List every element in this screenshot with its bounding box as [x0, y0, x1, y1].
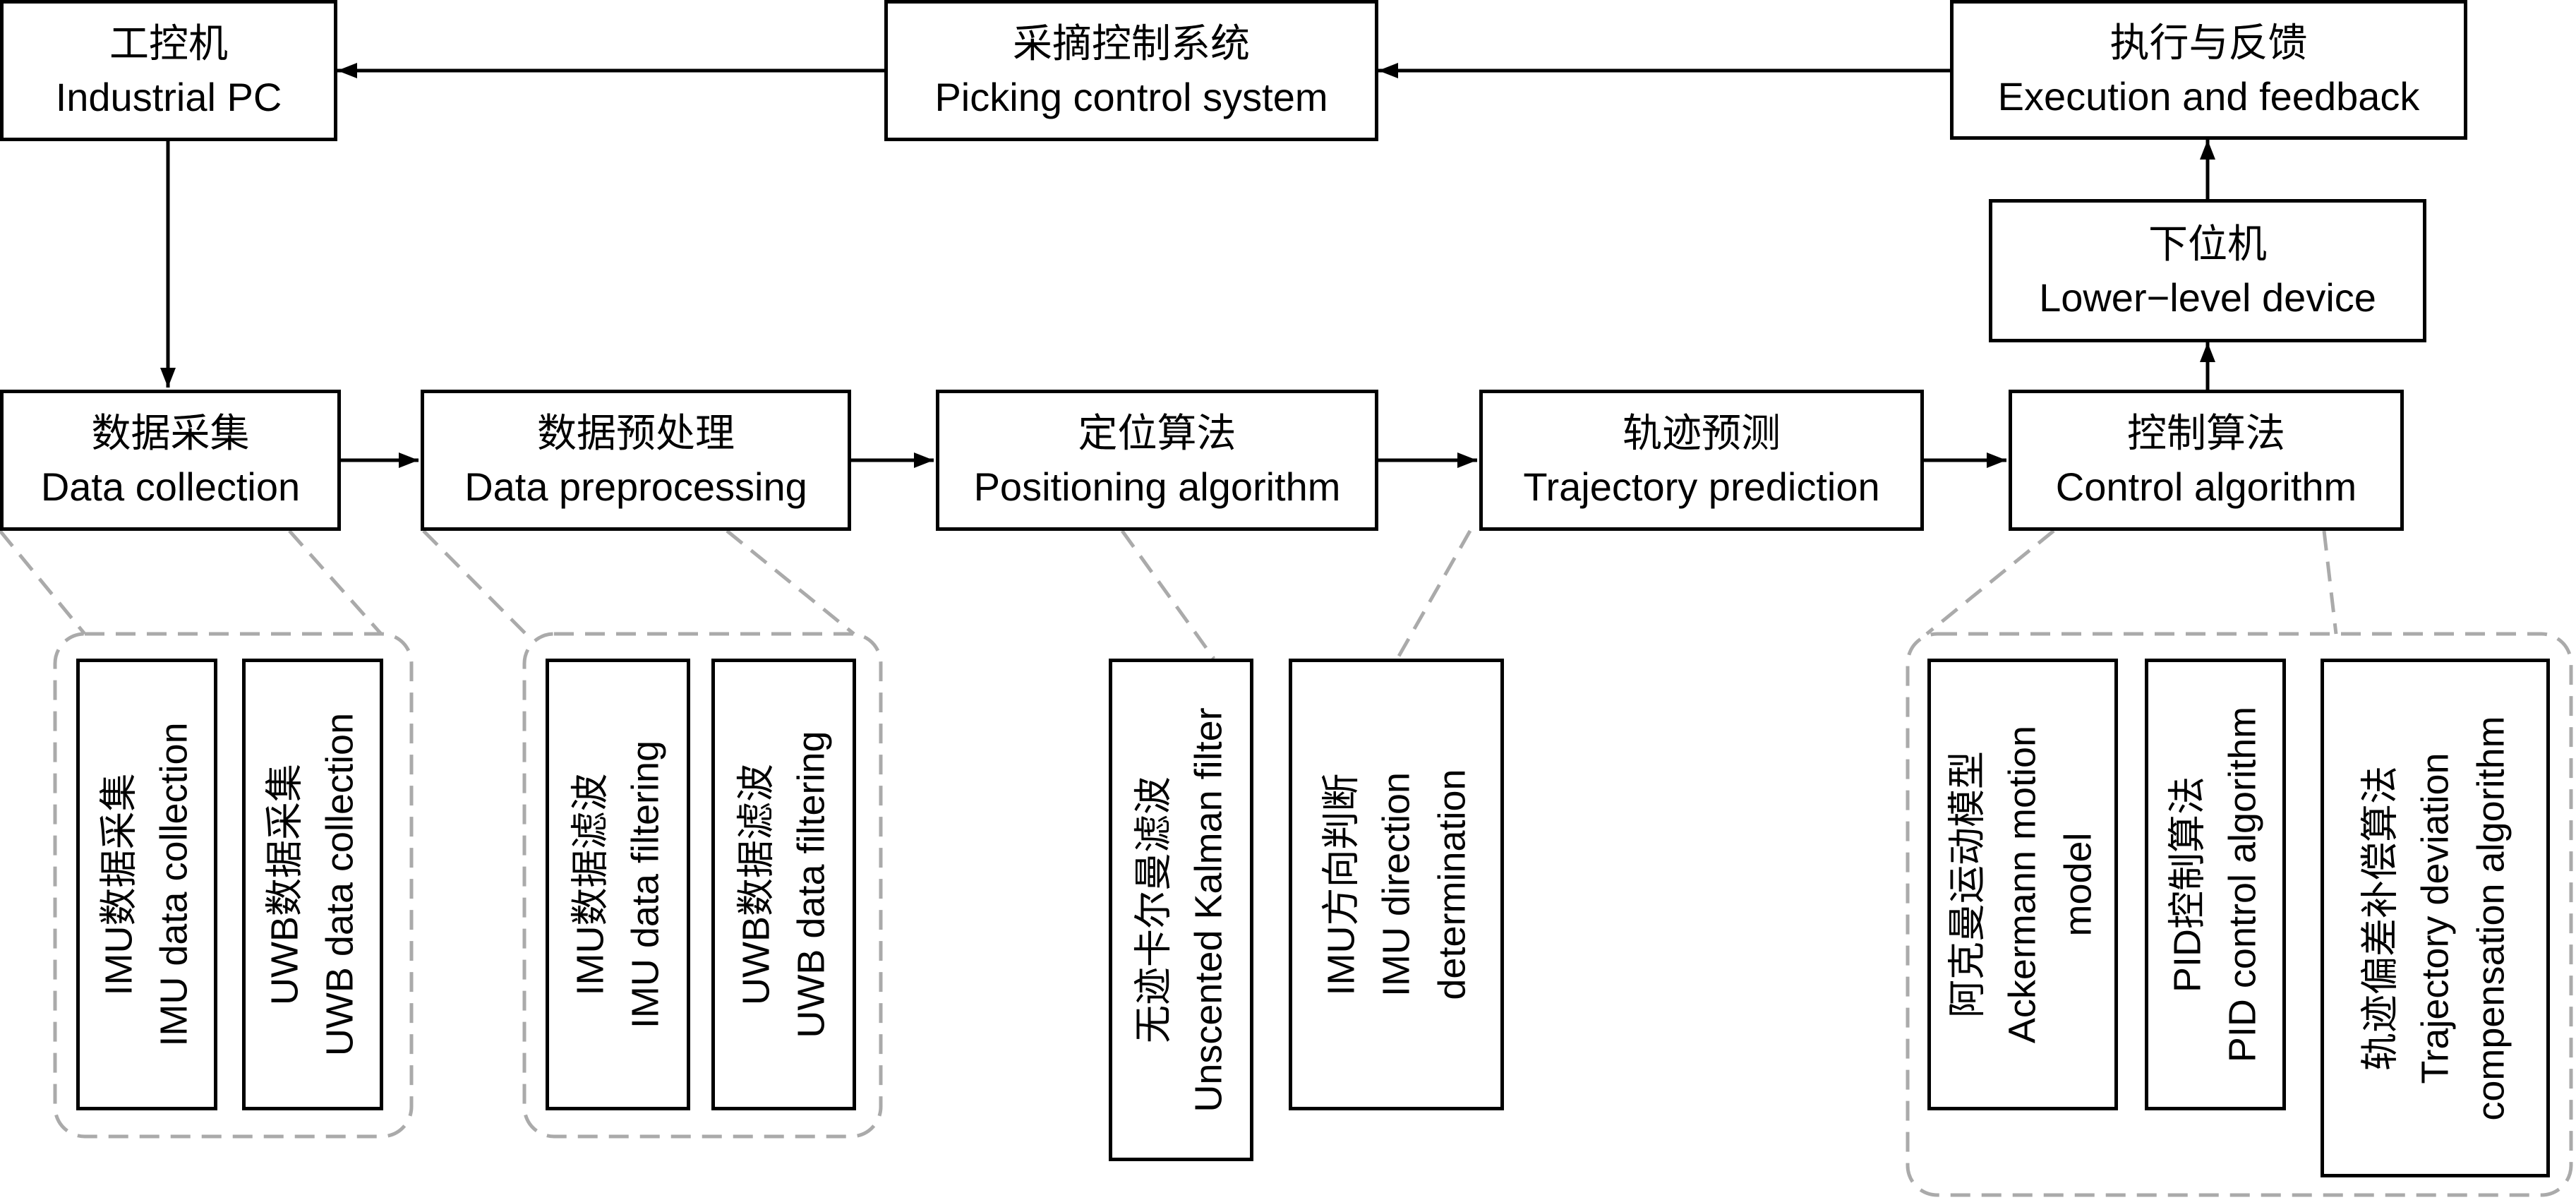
group-control-algorithm	[1906, 632, 2573, 1197]
uwb-collection-zh: UWB数据采集	[263, 764, 306, 1005]
deviation-en1: Trajectory deviation	[2414, 752, 2457, 1084]
imu-collection-zh: IMU数据采集	[97, 773, 140, 996]
dash-control-right	[2322, 530, 2338, 635]
imu-collection-box: IMU数据采集 IMU data collection	[76, 659, 217, 1110]
uwb-filtering-en: UWB data filtering	[790, 731, 833, 1038]
trajectory-prediction-en: Trajectory prediction	[1523, 464, 1880, 509]
imu-collection-en: IMU data collection	[153, 722, 195, 1047]
ackermann-en2: model	[2057, 832, 2100, 937]
industrial-pc-box: 工控机 Industrial PC	[0, 0, 337, 141]
dash-collection-left	[0, 529, 86, 635]
imu-filtering-en: IMU data filtering	[624, 740, 667, 1029]
uwb-collection-en: UWB data collection	[319, 712, 361, 1057]
ukf-box: 无迹卡尔曼滤波 Unscented Kalman filter	[1109, 659, 1253, 1161]
imu-filtering-zh: IMU数据滤波	[569, 773, 612, 996]
imu-direction-zh: IMU方向判断	[1320, 773, 1363, 996]
lower-level-en: Lower−level device	[2039, 275, 2376, 320]
pid-zh: PID控制算法	[2166, 776, 2209, 993]
positioning-box: 定位算法 Positioning algorithm	[936, 390, 1378, 531]
pid-box: PID控制算法 PID control algorithm	[2145, 659, 2286, 1110]
uwb-collection-box: UWB数据采集 UWB data collection	[242, 659, 383, 1110]
data-preprocessing-en: Data preprocessing	[464, 464, 807, 509]
control-algorithm-zh: 控制算法	[2127, 411, 2285, 456]
group-data-preprocessing	[522, 632, 883, 1139]
positioning-en: Positioning algorithm	[973, 464, 1341, 509]
deviation-zh: 轨迹偏差补偿算法	[2359, 765, 2402, 1071]
picking-control-en: Picking control system	[934, 75, 1328, 119]
dash-prediction	[1395, 529, 1472, 660]
imu-direction-en1: IMU direction	[1375, 772, 1418, 997]
picking-control-zh: 采摘控制系统	[1013, 21, 1250, 66]
data-preprocessing-zh: 数据预处理	[537, 411, 735, 456]
data-collection-zh: 数据采集	[91, 411, 250, 456]
imu-direction-box: IMU方向判断 IMU direction determination	[1289, 659, 1504, 1110]
dash-collection-right	[288, 529, 383, 635]
data-collection-box: 数据采集 Data collection	[0, 390, 341, 531]
execution-zh: 执行与反馈	[2109, 20, 2308, 66]
dash-preprocessing-right	[726, 529, 855, 635]
ackermann-en1: Ackermann motion	[2001, 725, 2044, 1044]
group-data-collection	[53, 632, 414, 1139]
imu-direction-en2: determination	[1430, 769, 1473, 1000]
control-algorithm-box: 控制算法 Control algorithm	[2009, 390, 2404, 531]
data-preprocessing-box: 数据预处理 Data preprocessing	[421, 390, 851, 531]
data-collection-en: Data collection	[40, 464, 301, 509]
pid-en: PID control algorithm	[2222, 706, 2264, 1063]
deviation-box: 轨迹偏差补偿算法 Trajectory deviation compensati…	[2321, 659, 2550, 1177]
trajectory-prediction-box: 轨迹预测 Trajectory prediction	[1479, 390, 1924, 531]
uwb-filtering-box: UWB数据滤波 UWB data filtering	[711, 659, 856, 1110]
lower-level-zh: 下位机	[2148, 221, 2267, 266]
dash-control-left	[1925, 529, 2055, 635]
industrial-pc-en: Industrial PC	[55, 75, 282, 119]
industrial-pc-zh: 工控机	[109, 21, 228, 66]
lower-level-box: 下位机 Lower−level device	[1989, 199, 2426, 342]
dash-positioning	[1120, 529, 1216, 660]
positioning-zh: 定位算法	[1078, 411, 1236, 456]
ackermann-box: 阿克曼运动模型 Ackermann motion model	[1927, 659, 2118, 1110]
picking-control-box: 采摘控制系统 Picking control system	[884, 0, 1378, 141]
execution-box: 执行与反馈 Execution and feedback	[1950, 0, 2467, 140]
deviation-en2: compensation algorithm	[2469, 715, 2512, 1121]
ackermann-zh: 阿克曼运动模型	[1946, 751, 1989, 1019]
uwb-filtering-zh: UWB数据滤波	[735, 764, 778, 1005]
trajectory-prediction-zh: 轨迹预测	[1623, 411, 1781, 456]
imu-filtering-box: IMU数据滤波 IMU data filtering	[546, 659, 690, 1110]
dash-preprocessing-left	[422, 529, 527, 635]
execution-en: Execution and feedback	[1997, 74, 2420, 119]
ukf-zh: 无迹卡尔曼滤波	[1132, 776, 1175, 1043]
ukf-en: Unscented Kalman filter	[1187, 707, 1230, 1112]
control-algorithm-en: Control algorithm	[2055, 464, 2357, 509]
